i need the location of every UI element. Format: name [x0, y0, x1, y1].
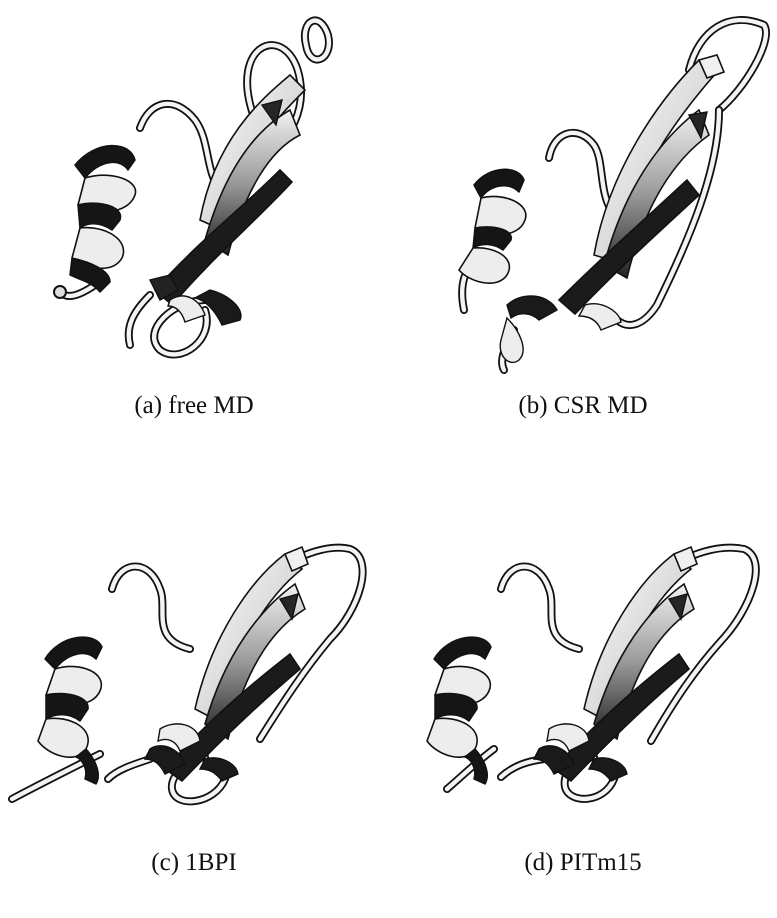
- caption-b: (b) CSR MD: [389, 392, 777, 420]
- beta-strands: [145, 547, 308, 781]
- protein-ribbon-c: [0, 459, 388, 839]
- caption-d: (d) PITm15: [389, 849, 777, 877]
- protein-ribbon-a: [0, 0, 388, 380]
- beta-strands: [500, 55, 724, 362]
- caption-a: (a) free MD: [0, 392, 388, 420]
- alpha-helix: [38, 637, 102, 784]
- panel-d: (d) PITm15: [389, 459, 777, 918]
- alpha-helix: [54, 146, 136, 298]
- beta-strands: [534, 547, 697, 781]
- beta-strands: [150, 75, 305, 325]
- protein-ribbon-d: [389, 459, 777, 839]
- alpha-helix: [459, 169, 526, 283]
- panel-c: (c) 1BPI: [0, 459, 388, 918]
- panel-a: (a) free MD: [0, 0, 388, 459]
- protein-ribbon-b: [389, 0, 777, 380]
- alpha-helix: [427, 637, 491, 784]
- caption-c: (c) 1BPI: [0, 849, 388, 877]
- panel-b: (b) CSR MD: [389, 0, 777, 459]
